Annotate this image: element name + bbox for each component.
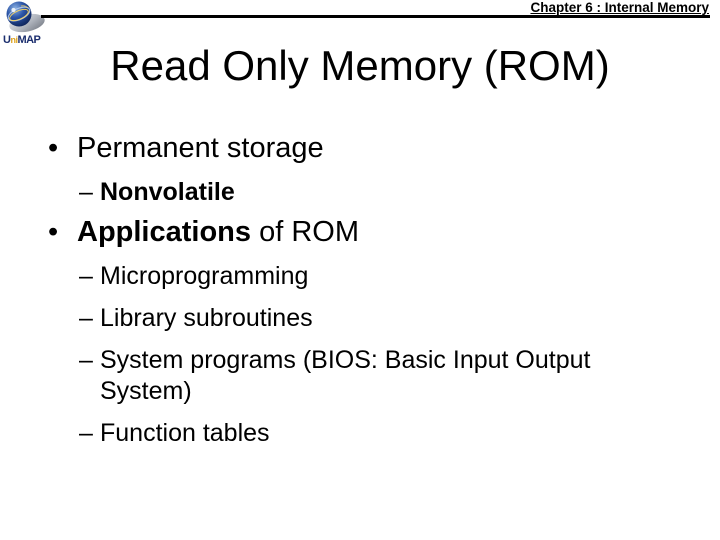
list-item-text: Library subroutines: [100, 303, 313, 334]
bullet-marker: •: [48, 216, 59, 248]
globe-mouse-icon: [3, 1, 47, 37]
list-item-text: Permanent storage: [77, 130, 324, 166]
list-item: – Library subroutines: [48, 303, 680, 334]
bullet-marker: •: [48, 132, 59, 164]
list-item: – Microprogramming: [48, 261, 680, 292]
list-item-text: Microprogramming: [100, 261, 308, 292]
unimap-logo: UniMAP: [3, 1, 51, 46]
wordmark-ni: ni: [10, 35, 18, 45]
list-item: – System programs (BIOS: Basic Input Out…: [48, 345, 680, 407]
list-item: – Nonvolatile: [48, 177, 680, 208]
bullet-list: • Permanent storage – Nonvolatile • Appl…: [48, 130, 680, 449]
list-item-text-regular: Permanent storage: [77, 132, 324, 164]
list-item-text-regular: of ROM: [251, 216, 359, 248]
wordmark-map: MAP: [17, 34, 41, 46]
list-item-text: System programs (BIOS: Basic Input Outpu…: [100, 345, 680, 407]
dash-marker: –: [79, 346, 93, 374]
chapter-label: Chapter 6 : Internal Memory: [530, 0, 709, 15]
list-item-text: Nonvolatile: [100, 177, 235, 208]
dash-marker: –: [79, 178, 93, 206]
wordmark-u: U: [3, 34, 11, 46]
list-item-text-regular: Library subroutines: [100, 304, 313, 332]
list-item-text-regular: Function tables: [100, 419, 270, 447]
list-item-text-bold: Nonvolatile: [100, 178, 235, 206]
dash-marker: –: [79, 262, 93, 290]
list-item-text: Applications of ROM: [77, 214, 359, 250]
list-item: • Permanent storage: [48, 130, 680, 166]
dash-marker: –: [79, 304, 93, 332]
list-item: – Function tables: [48, 418, 680, 449]
page-title: Read Only Memory (ROM): [110, 42, 610, 89]
list-item-text: Function tables: [100, 418, 270, 449]
list-item: • Applications of ROM: [48, 214, 680, 250]
unimap-wordmark: UniMAP: [3, 34, 51, 46]
list-item-text-bold: Applications: [77, 216, 252, 248]
dash-marker: –: [79, 419, 93, 447]
list-item-text-regular: System programs (BIOS: Basic Input Outpu…: [100, 346, 591, 405]
header-rule: [41, 15, 710, 18]
list-item-text-regular: Microprogramming: [100, 262, 309, 290]
